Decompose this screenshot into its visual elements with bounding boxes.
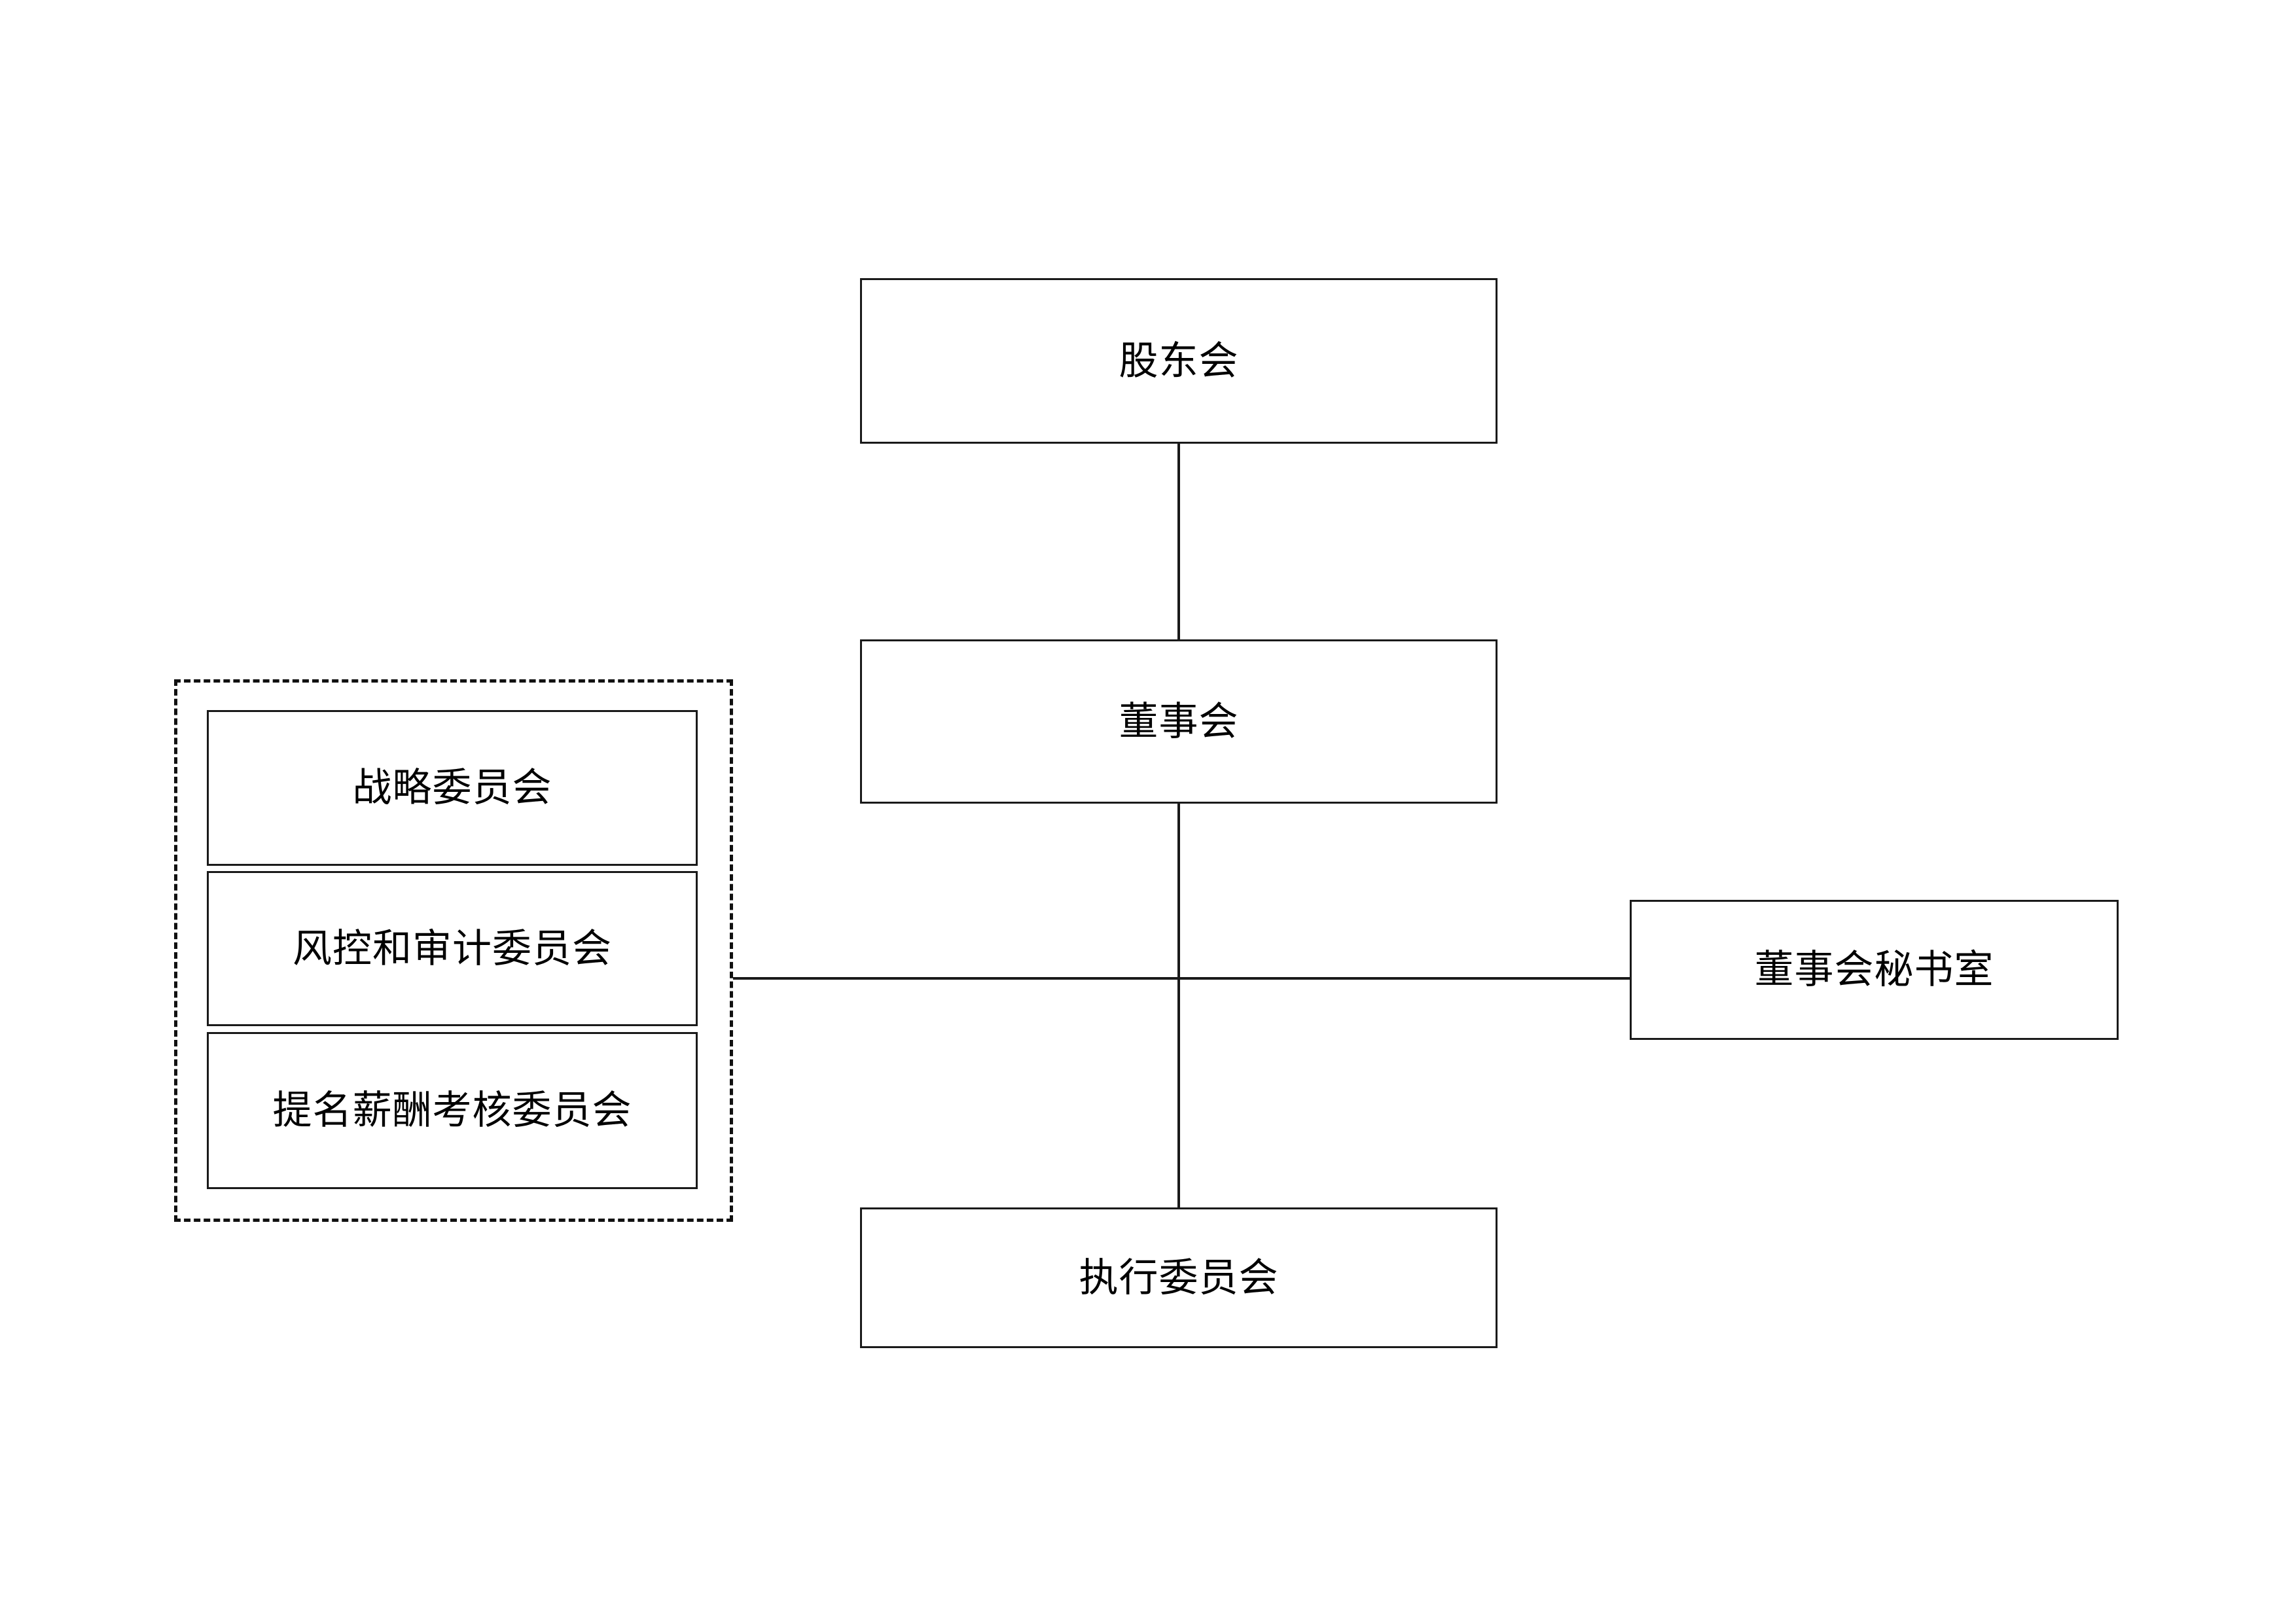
connector-board-to-executive xyxy=(1177,804,1180,1207)
node-nomination-compensation-assessment-committee[interactable]: 提名薪酬考核委员会 xyxy=(207,1032,698,1189)
node-shareholders-meeting[interactable]: 股东会 xyxy=(860,278,1498,444)
node-board-secretary-office-label: 董事会秘书室 xyxy=(1754,948,1994,991)
committee-group-dashed-border xyxy=(174,679,733,1222)
node-board-of-directors[interactable]: 董事会 xyxy=(860,639,1498,804)
node-risk-control-and-audit-committee[interactable]: 风控和审计委员会 xyxy=(207,871,698,1026)
node-executive-committee[interactable]: 执行委员会 xyxy=(860,1207,1498,1348)
node-board-of-directors-label: 董事会 xyxy=(1119,699,1239,743)
node-strategy-committee[interactable]: 战略委员会 xyxy=(207,710,698,866)
node-risk-control-and-audit-committee-label: 风控和审计委员会 xyxy=(293,926,612,971)
node-executive-committee-label: 执行委员会 xyxy=(1079,1255,1279,1300)
node-shareholders-meeting-label: 股东会 xyxy=(1119,338,1239,383)
node-strategy-committee-label: 战略委员会 xyxy=(352,766,552,810)
node-nomination-compensation-assessment-committee-label: 提名薪酬考核委员会 xyxy=(272,1088,632,1132)
node-board-secretary-office[interactable]: 董事会秘书室 xyxy=(1630,900,2119,1040)
connector-shareholders-to-board xyxy=(1177,444,1180,639)
connector-committees-to-secretary xyxy=(733,977,1631,980)
